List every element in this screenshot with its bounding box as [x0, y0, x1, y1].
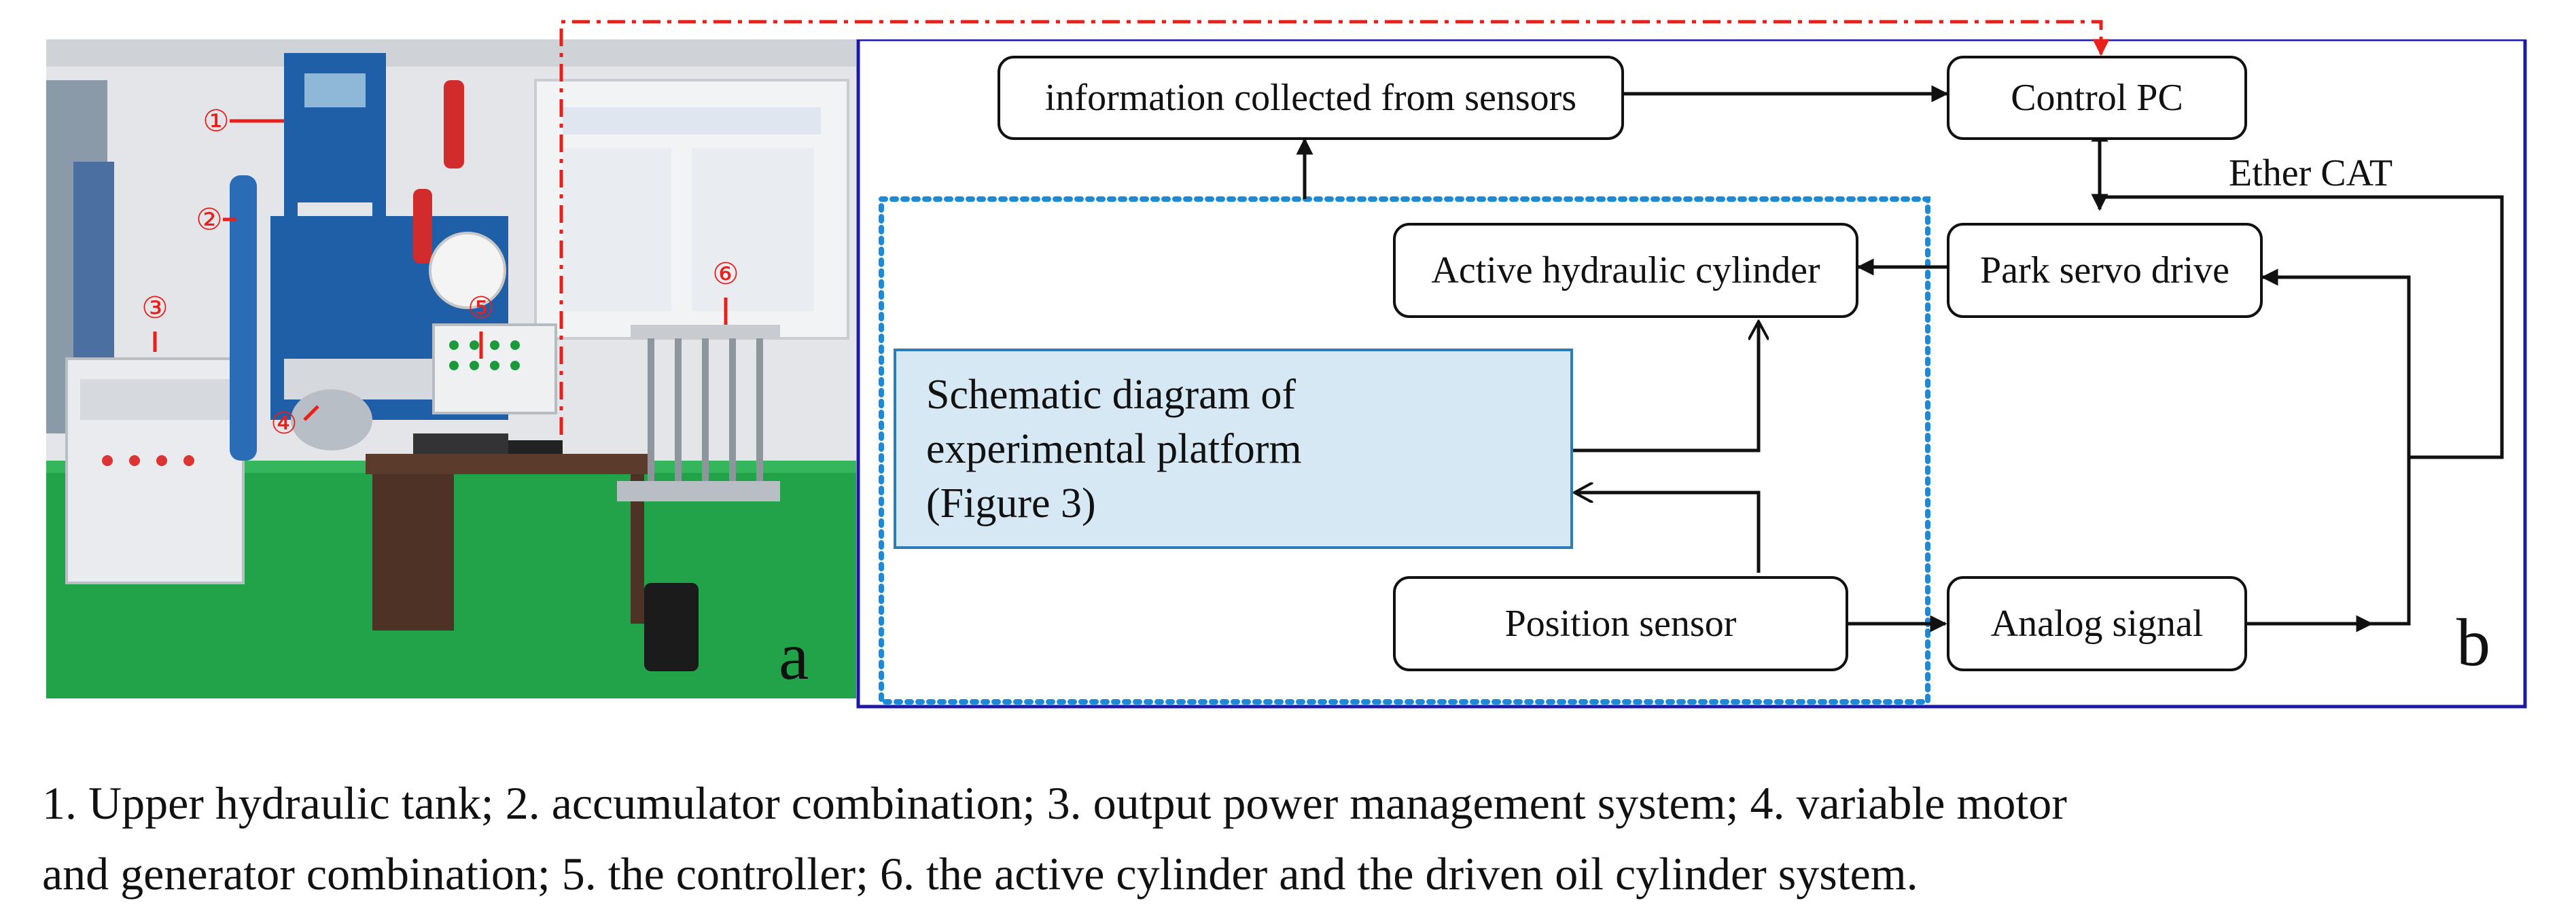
node-active-cylinder: Active hydraulic cylinder — [1393, 223, 1858, 318]
diagram-connectors — [856, 39, 2527, 709]
panel-a-letter: a — [779, 618, 809, 694]
edge-ethercat — [2100, 195, 2504, 459]
note-line-3: (Figure 3) — [926, 480, 1096, 527]
photo-speaker — [644, 583, 699, 671]
figure-caption: 1. Upper hydraulic tank; 2. accumulator … — [42, 768, 2543, 909]
note-line-2: experimental platform — [926, 426, 1302, 472]
marker-4: ④ — [270, 406, 297, 441]
marker-3: ③ — [141, 291, 168, 325]
block-diagram: information collected from sensors Contr… — [856, 39, 2528, 709]
marker-1: ① — [202, 104, 229, 139]
node-position-sensor: Position sensor — [1393, 576, 1848, 671]
control-link-line — [559, 20, 2110, 435]
caption-line-2: and generator combination; 5. the contro… — [42, 848, 1918, 900]
panel-b-frame — [856, 39, 2527, 709]
node-control-pc: Control PC — [1947, 56, 2247, 140]
edge-note-to-cylinder — [1573, 321, 1759, 452]
node-analog-signal: Analog signal — [1947, 576, 2247, 671]
panel-b-letter: b — [2456, 605, 2490, 680]
photo-cylinder-rig — [631, 325, 780, 338]
node-servo-drive: Park servo drive — [1947, 223, 2263, 318]
caption-line-1: 1. Upper hydraulic tank; 2. accumulator … — [42, 777, 2067, 829]
photo-motor — [291, 389, 372, 450]
note-schematic: Schematic diagram of experimental platfo… — [894, 349, 1573, 549]
node-sensors: information collected from sensors — [998, 56, 1624, 140]
photo-accumulator — [230, 175, 257, 461]
ethercat-label: Ether CAT — [2229, 152, 2393, 194]
platform-region — [879, 196, 1930, 705]
edge-position-to-note — [1574, 493, 1761, 573]
marker-5: ⑤ — [467, 291, 494, 325]
photo-illustration: ① ② ③ ④ ⑤ ⑥ — [46, 39, 856, 698]
note-line-1: Schematic diagram of — [926, 372, 1296, 418]
equipment-photo: ① ② ③ ④ ⑤ ⑥ a — [46, 39, 856, 698]
marker-2: ② — [196, 202, 222, 237]
photo-desk — [366, 454, 651, 474]
marker-6: ⑥ — [712, 257, 739, 291]
